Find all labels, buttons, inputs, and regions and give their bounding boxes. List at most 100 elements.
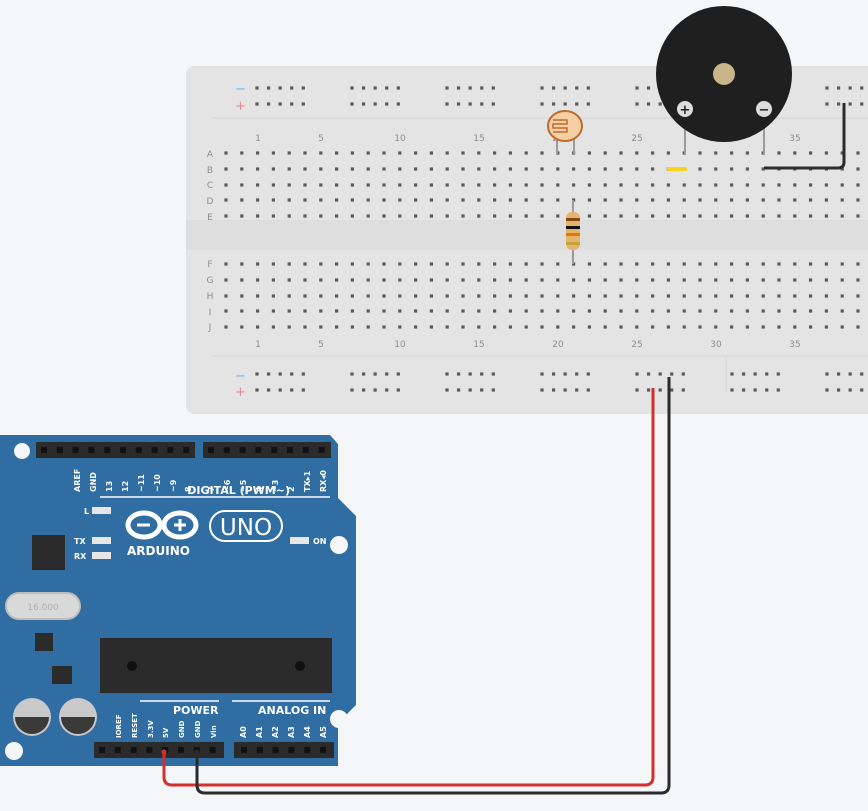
- breadboard-hole[interactable]: [350, 278, 354, 282]
- breadboard-hole[interactable]: [753, 372, 757, 376]
- breadboard-hole[interactable]: [414, 309, 418, 313]
- breadboard-hole[interactable]: [635, 372, 639, 376]
- breadboard-hole[interactable]: [445, 294, 449, 298]
- breadboard-hole[interactable]: [856, 167, 860, 171]
- breadboard-hole[interactable]: [445, 102, 449, 106]
- breadboard-hole[interactable]: [508, 151, 512, 155]
- breadboard-hole[interactable]: [414, 294, 418, 298]
- breadboard-hole[interactable]: [809, 214, 813, 218]
- breadboard-hole[interactable]: [765, 372, 769, 376]
- breadboard-hole[interactable]: [714, 214, 718, 218]
- breadboard-hole[interactable]: [266, 102, 271, 106]
- breadboard-hole[interactable]: [619, 198, 623, 202]
- breadboard-hole[interactable]: [414, 214, 418, 218]
- breadboard-hole[interactable]: [840, 294, 844, 298]
- breadboard-hole[interactable]: [468, 372, 472, 376]
- breadboard-hole[interactable]: [836, 372, 841, 376]
- breadboard-hole[interactable]: [619, 167, 623, 171]
- breadboard-hole[interactable]: [840, 151, 844, 155]
- header-pin[interactable]: [302, 447, 309, 453]
- breadboard-hole[interactable]: [287, 294, 291, 298]
- breadboard-hole[interactable]: [335, 325, 339, 329]
- breadboard-hole[interactable]: [240, 294, 244, 298]
- arduino-uno-board[interactable]: AREF GND 13 12 ~11 ~10 ~9 8 7 ~6 ~5 4 ~3…: [0, 435, 356, 766]
- digital-header-left[interactable]: [36, 442, 195, 458]
- breadboard-hole[interactable]: [793, 262, 797, 266]
- breadboard-hole[interactable]: [414, 262, 418, 266]
- breadboard-hole[interactable]: [586, 102, 590, 106]
- breadboard-hole[interactable]: [256, 309, 260, 313]
- breadboard-hole[interactable]: [777, 325, 781, 329]
- breadboard-hole[interactable]: [587, 325, 591, 329]
- breadboard-hole[interactable]: [840, 167, 844, 171]
- breadboard-hole[interactable]: [461, 278, 465, 282]
- header-pin[interactable]: [209, 747, 216, 753]
- breadboard-hole[interactable]: [271, 294, 275, 298]
- breadboard-hole[interactable]: [651, 278, 655, 282]
- breadboard-hole[interactable]: [651, 309, 655, 313]
- header-pin[interactable]: [146, 747, 153, 753]
- breadboard-hole[interactable]: [301, 388, 305, 392]
- breadboard-hole[interactable]: [809, 309, 813, 313]
- breadboard-hole[interactable]: [761, 167, 765, 171]
- breadboard-hole[interactable]: [575, 388, 579, 392]
- breadboard-hole[interactable]: [480, 86, 484, 90]
- breadboard-hole[interactable]: [840, 278, 844, 282]
- breadboard-hole[interactable]: [256, 294, 260, 298]
- breadboard-hole[interactable]: [445, 372, 449, 376]
- breadboard-hole[interactable]: [556, 214, 560, 218]
- breadboard-hole[interactable]: [619, 183, 623, 187]
- breadboard-hole[interactable]: [456, 388, 461, 392]
- breadboard-hole[interactable]: [303, 183, 307, 187]
- breadboard-hole[interactable]: [396, 388, 400, 392]
- digital-pin-holes[interactable]: [41, 447, 325, 453]
- breadboard-hole[interactable]: [603, 294, 607, 298]
- breadboard-hole[interactable]: [366, 262, 370, 266]
- breadboard-hole[interactable]: [287, 167, 291, 171]
- breadboard-hole[interactable]: [256, 262, 260, 266]
- breadboard-hole[interactable]: [255, 102, 259, 106]
- breadboard-hole[interactable]: [714, 167, 718, 171]
- breadboard-hole[interactable]: [303, 262, 307, 266]
- breadboard-hole[interactable]: [635, 151, 639, 155]
- breadboard-hole[interactable]: [398, 198, 402, 202]
- breadboard-hole[interactable]: [651, 198, 655, 202]
- breadboard-hole[interactable]: [414, 325, 418, 329]
- breadboard-hole[interactable]: [373, 372, 377, 376]
- breadboard-hole[interactable]: [256, 167, 260, 171]
- breadboard-hole[interactable]: [825, 86, 829, 90]
- breadboard-hole[interactable]: [429, 151, 433, 155]
- breadboard-hole[interactable]: [287, 151, 291, 155]
- header-pin[interactable]: [288, 747, 295, 753]
- breadboard-hole[interactable]: [635, 262, 639, 266]
- breadboard-hole[interactable]: [350, 86, 354, 90]
- breadboard-hole[interactable]: [730, 262, 734, 266]
- breadboard-hole[interactable]: [290, 86, 294, 90]
- breadboard-hole[interactable]: [508, 167, 512, 171]
- breadboard-hole[interactable]: [666, 325, 670, 329]
- breadboard-hole[interactable]: [856, 183, 860, 187]
- breadboard-hole[interactable]: [848, 86, 852, 90]
- breadboard-hole[interactable]: [266, 372, 271, 376]
- breadboard-hole[interactable]: [730, 167, 734, 171]
- breadboard-hole[interactable]: [856, 278, 860, 282]
- breadboard-hole[interactable]: [745, 262, 749, 266]
- breadboard-hole[interactable]: [666, 214, 670, 218]
- breadboard-hole[interactable]: [493, 278, 497, 282]
- breadboard-hole[interactable]: [461, 151, 465, 155]
- breadboard-hole[interactable]: [635, 198, 639, 202]
- breadboard-hole[interactable]: [335, 198, 339, 202]
- breadboard-hole[interactable]: [556, 278, 560, 282]
- breadboard-hole[interactable]: [651, 151, 655, 155]
- breadboard-hole[interactable]: [335, 278, 339, 282]
- breadboard-hole[interactable]: [753, 388, 757, 392]
- breadboard-hole[interactable]: [350, 294, 354, 298]
- breadboard-hole[interactable]: [477, 151, 481, 155]
- header-pin[interactable]: [72, 447, 79, 453]
- breadboard-hole[interactable]: [508, 198, 512, 202]
- breadboard-hole[interactable]: [714, 294, 718, 298]
- breadboard-hole[interactable]: [524, 214, 528, 218]
- breadboard-hole[interactable]: [240, 214, 244, 218]
- breadboard-hole[interactable]: [603, 214, 607, 218]
- breadboard-hole[interactable]: [761, 325, 765, 329]
